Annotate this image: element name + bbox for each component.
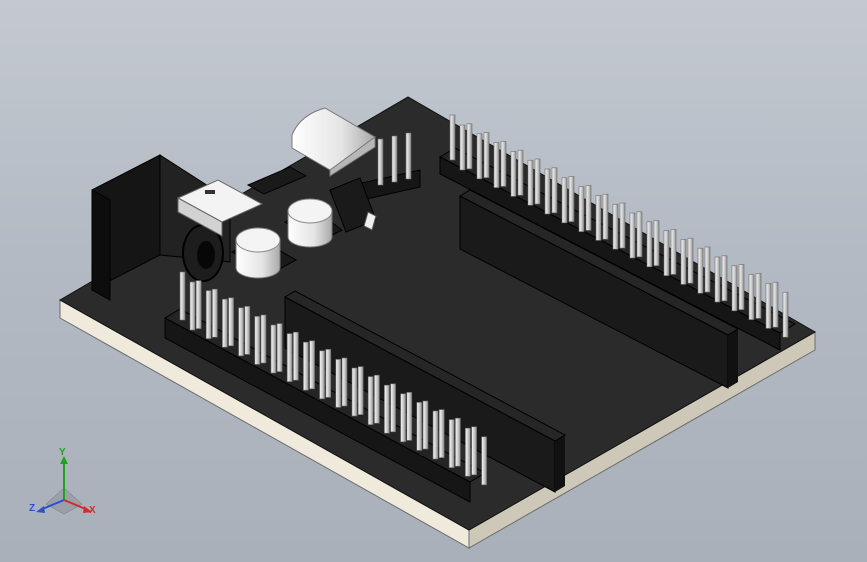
header-pin xyxy=(377,138,384,186)
header-pin xyxy=(400,393,406,443)
header-pin xyxy=(390,383,396,433)
z-axis-label: Z xyxy=(29,503,36,514)
header-pin xyxy=(772,281,779,328)
header-pin xyxy=(254,316,261,365)
header-pin xyxy=(527,159,534,206)
header-pin xyxy=(406,392,413,441)
header-pin xyxy=(510,151,517,197)
header-pin xyxy=(568,176,575,222)
y-axis-arrow xyxy=(60,456,68,464)
z-axis-arrow xyxy=(36,506,45,513)
female-header-front xyxy=(283,290,567,493)
header-pin xyxy=(561,177,568,224)
header-pin xyxy=(483,132,490,178)
header-pin xyxy=(422,400,429,450)
orientation-triad[interactable]: Y Z X xyxy=(26,448,106,528)
header-pin xyxy=(416,402,423,451)
header-pin xyxy=(335,359,342,408)
header-pin xyxy=(325,349,332,398)
header-pin xyxy=(405,132,412,180)
header-pin xyxy=(357,366,364,415)
header-pin xyxy=(544,168,551,215)
header-pin xyxy=(205,290,212,339)
header-pin xyxy=(222,298,228,348)
header-pin xyxy=(704,246,711,293)
header-pin xyxy=(629,212,636,259)
header-pin xyxy=(341,357,348,407)
header-pin xyxy=(765,283,772,329)
header-pin xyxy=(374,374,380,424)
header-pin xyxy=(244,306,251,355)
header-pin xyxy=(663,230,670,276)
header-pin xyxy=(476,133,483,180)
header-pin xyxy=(755,273,762,319)
header-pin xyxy=(687,237,694,284)
electrolytic-capacitor-2 xyxy=(284,198,343,248)
header-pin xyxy=(319,350,325,400)
header-pin xyxy=(602,193,609,240)
header-pin xyxy=(646,221,653,268)
header-pin xyxy=(738,264,745,310)
header-pin xyxy=(438,409,445,458)
header-pin xyxy=(465,427,471,477)
header-pin xyxy=(595,195,602,241)
usb-connector-side xyxy=(176,179,264,237)
usb-connector-top xyxy=(291,107,376,177)
header-pin xyxy=(367,376,374,425)
header-pin xyxy=(189,281,196,331)
header-pin xyxy=(228,297,234,347)
dc-power-jack xyxy=(91,154,231,301)
header-pin xyxy=(384,384,390,434)
header-pin xyxy=(578,186,585,232)
header-pin xyxy=(653,220,660,266)
header-pin xyxy=(351,367,358,417)
header-pin xyxy=(680,239,687,285)
header-pin xyxy=(697,247,704,294)
header-pin xyxy=(286,333,293,382)
header-pin xyxy=(585,185,592,231)
header-pin xyxy=(517,149,524,196)
header-pin xyxy=(448,419,455,468)
header-pin xyxy=(459,124,466,171)
header-pin xyxy=(731,265,738,312)
electrolytic-capacitor-1 xyxy=(230,227,298,279)
header-pin xyxy=(432,410,439,460)
female-header-right xyxy=(458,189,740,389)
crystal xyxy=(246,166,377,233)
header-pins xyxy=(179,114,789,486)
header-pin xyxy=(309,340,315,390)
header-pin xyxy=(481,436,487,486)
header-pin xyxy=(303,341,309,391)
header-pin xyxy=(238,307,244,357)
header-pin xyxy=(270,324,277,374)
header-pin xyxy=(276,323,283,372)
header-pin xyxy=(493,142,500,188)
header-pin xyxy=(500,141,507,187)
x-axis-label: X xyxy=(89,505,96,516)
header-pin xyxy=(391,135,398,183)
header-pin xyxy=(748,274,755,320)
header-pin xyxy=(619,202,626,249)
header-pin xyxy=(721,255,728,302)
header-pin xyxy=(212,288,218,338)
header-pin xyxy=(455,417,461,467)
header-pin xyxy=(782,291,789,338)
header-pin xyxy=(551,167,558,214)
header-pin xyxy=(260,314,267,364)
header-pin xyxy=(714,256,721,303)
y-axis-label: Y xyxy=(59,447,66,458)
header-pin xyxy=(195,280,202,329)
x-axis-arrow xyxy=(83,506,92,513)
header-pin xyxy=(636,211,643,258)
header-pin xyxy=(534,158,541,205)
header-pin xyxy=(293,331,299,381)
header-pin xyxy=(612,203,619,250)
header-pin xyxy=(670,229,677,275)
header-pin xyxy=(179,271,186,321)
header-pin xyxy=(449,114,456,161)
header-pin xyxy=(471,426,477,476)
header-pin xyxy=(466,123,473,170)
